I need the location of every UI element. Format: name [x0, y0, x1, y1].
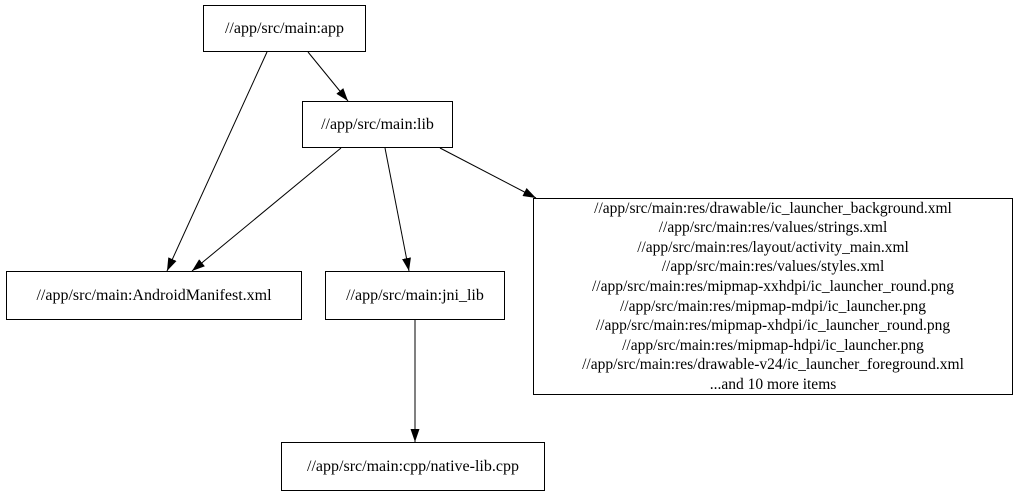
node-app-label: //app/src/main:app: [224, 19, 345, 37]
resource-line: //app/src/main:res/mipmap-mdpi/ic_launch…: [619, 297, 927, 315]
edge-lib-manifest: [191, 147, 342, 272]
resource-line-more: ...and 10 more items: [709, 375, 837, 393]
node-jni-lib: //app/src/main:jni_lib: [325, 271, 505, 320]
edge-app-manifest: [166, 51, 268, 272]
edge-lib-jni: [384, 147, 411, 272]
node-native-lib-cpp: //app/src/main:cpp/native-lib.cpp: [281, 442, 545, 491]
resource-line: //app/src/main:res/values/strings.xml: [658, 219, 888, 237]
resource-line: //app/src/main:res/drawable/ic_launcher_…: [594, 199, 952, 217]
node-android-manifest-label: //app/src/main:AndroidManifest.xml: [36, 286, 272, 304]
resource-line: //app/src/main:res/mipmap-hdpi/ic_launch…: [622, 336, 924, 354]
node-lib: //app/src/main:lib: [302, 101, 453, 148]
node-native-lib-cpp-label: //app/src/main:cpp/native-lib.cpp: [307, 457, 519, 475]
node-app: //app/src/main:app: [203, 5, 366, 52]
resource-line: //app/src/main:res/layout/activity_main.…: [637, 238, 909, 256]
edge-app-lib: [307, 51, 349, 102]
edge-lib-res: [439, 147, 537, 199]
node-jni-lib-label: //app/src/main:jni_lib: [346, 286, 484, 304]
resource-line: //app/src/main:res/values/styles.xml: [661, 258, 885, 276]
node-resources-group: //app/src/main:res/drawable/ic_launcher_…: [533, 198, 1013, 395]
resource-line: //app/src/main:res/drawable-v24/ic_launc…: [582, 356, 964, 374]
resource-line: //app/src/main:res/mipmap-xxhdpi/ic_laun…: [591, 277, 954, 295]
node-lib-label: //app/src/main:lib: [321, 115, 434, 133]
node-android-manifest: //app/src/main:AndroidManifest.xml: [6, 271, 302, 320]
resource-line: //app/src/main:res/mipmap-xhdpi/ic_launc…: [595, 317, 951, 335]
